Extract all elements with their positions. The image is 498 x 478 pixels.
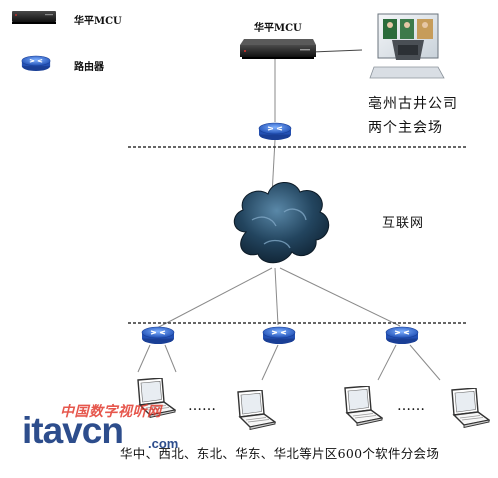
legend-router-icon [21, 55, 51, 72]
router-left-icon [141, 326, 175, 345]
internet-cloud-icon [233, 182, 330, 264]
core-router-icon [258, 122, 292, 141]
main-mcu-label: 华平MCU [254, 23, 302, 34]
router-right-icon [385, 326, 419, 345]
laptop-3-icon [344, 386, 383, 426]
legend-router-label: 路由器 [74, 62, 104, 73]
main-site-description: 两个主会场 [368, 120, 443, 136]
legend-mcu-label: 华平MCU [74, 16, 122, 27]
ellipsis-right: …… [397, 398, 425, 414]
watermark-logo: itavcn [22, 410, 124, 451]
video-terminal-icon [369, 13, 445, 79]
ellipsis-left: …… [188, 398, 216, 414]
connection-lines [137, 49, 441, 381]
internet-label: 互联网 [382, 216, 425, 231]
laptop-2-icon [237, 390, 276, 430]
main-site-name: 亳州古井公司 [368, 96, 458, 112]
laptop-4-icon [451, 388, 490, 428]
watermark-com: .com [148, 436, 179, 451]
router-center-icon [262, 326, 296, 345]
branch-sites-caption: 华中、西北、东北、华东、华北等片区600个软件分会场 [120, 446, 440, 461]
legend-mcu-icon [12, 11, 56, 24]
main-mcu-icon [240, 39, 316, 59]
watermark-cn: 中国数字视听网 [60, 404, 162, 420]
